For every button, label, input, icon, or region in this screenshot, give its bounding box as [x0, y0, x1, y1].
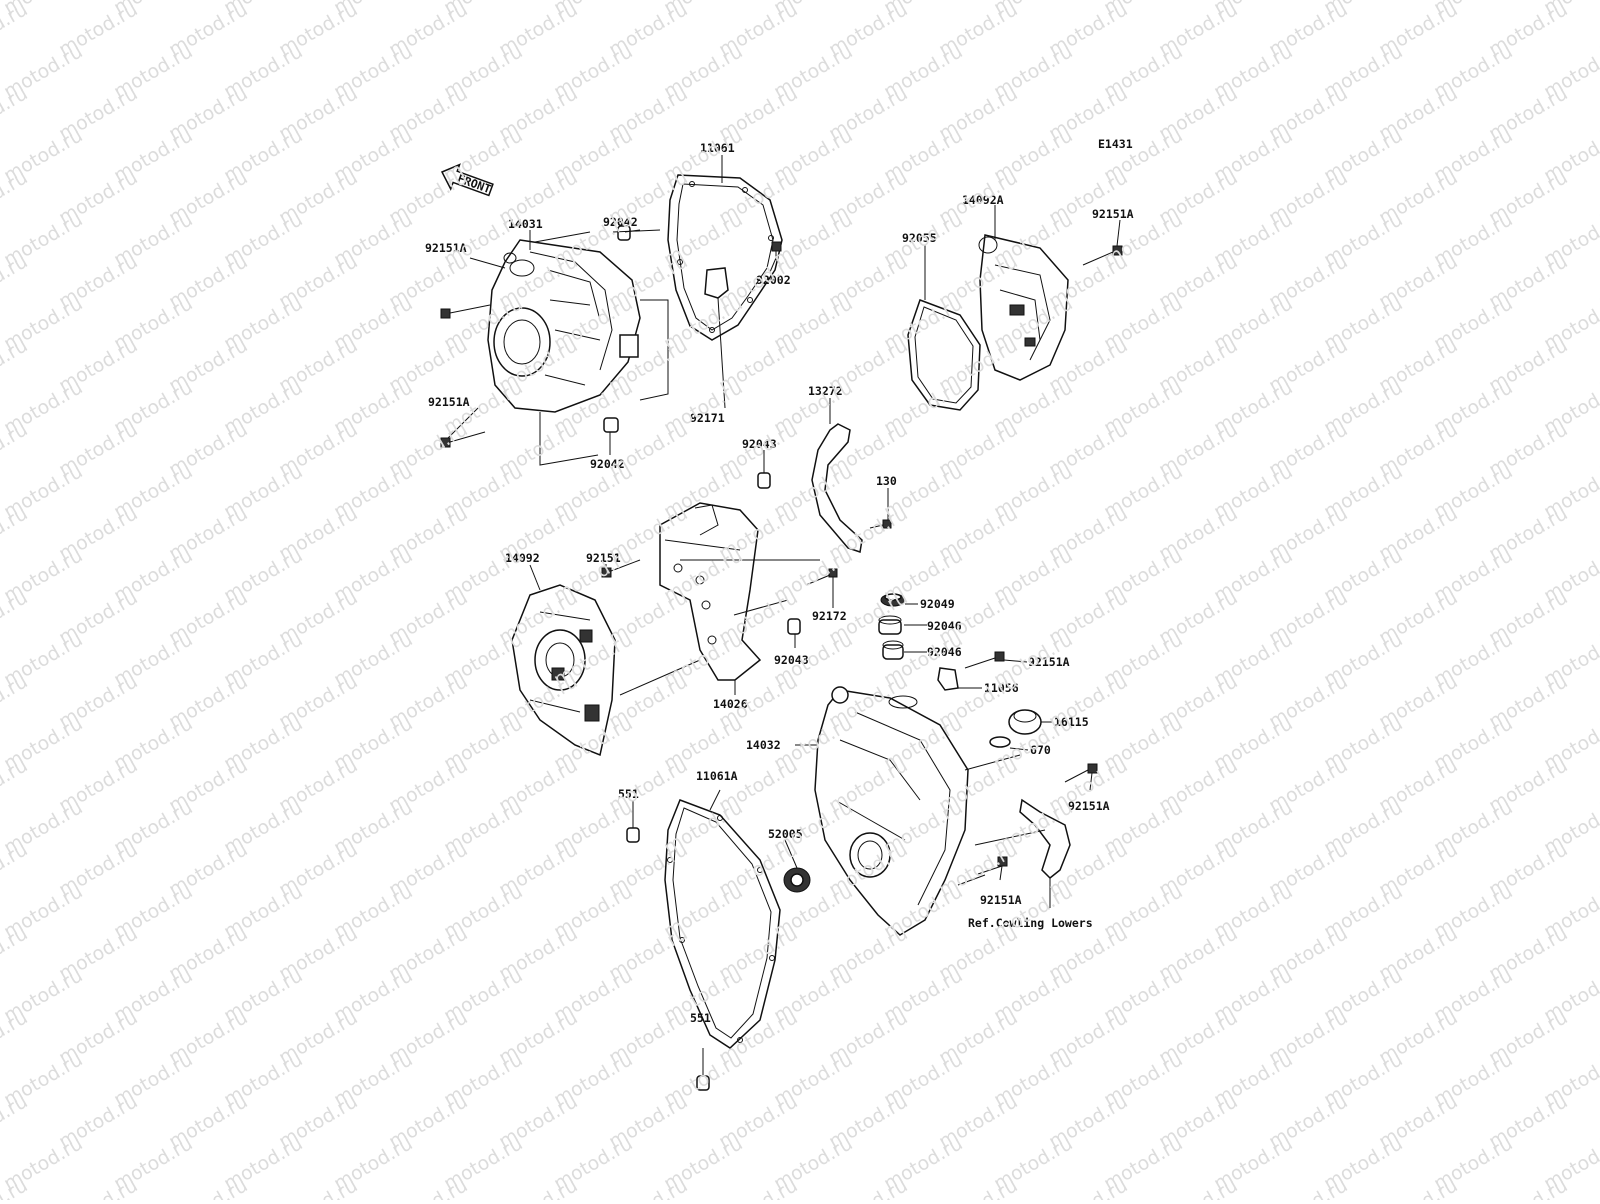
- oil-seal-52005: [783, 867, 811, 893]
- dowel-pin-92042-top: [617, 225, 631, 241]
- label-52005: 52005: [768, 827, 803, 841]
- label-13272: 13272: [808, 384, 843, 398]
- diagram-code: E1431: [1098, 137, 1133, 151]
- label-92042-top: 92042: [603, 215, 638, 229]
- cap-16115: [1008, 709, 1042, 735]
- dowel-pin-551-bottom: [696, 1075, 710, 1091]
- dowel-pin-551-top: [626, 827, 640, 843]
- o-ring-670: [989, 736, 1011, 748]
- label-92151a-4: 92151A: [1028, 655, 1070, 669]
- label-92151a-3: 92151A: [1092, 207, 1134, 221]
- leader-lines: [447, 155, 1121, 1076]
- label-92046-b: 92046: [927, 645, 962, 659]
- label-11056: 11056: [984, 681, 1019, 695]
- label-92151a-6: 92151A: [980, 893, 1022, 907]
- label-11061: 11061: [700, 141, 735, 155]
- label-670: 670: [1030, 743, 1051, 757]
- label-14026: 14026: [713, 697, 748, 711]
- label-551-top: 551: [618, 787, 639, 801]
- generator-cover-14031: [487, 239, 641, 413]
- label-92151: 92151: [586, 551, 621, 565]
- clutch-cover-14092a: [978, 234, 1069, 381]
- screw-130: [869, 519, 892, 529]
- label-92042-bottom: 92042: [590, 457, 625, 471]
- gasket-92055: [907, 299, 981, 411]
- gasket-11061a: [664, 799, 781, 1049]
- bolt-92151a-4: [964, 651, 1005, 669]
- clamp-11056: [937, 667, 959, 691]
- label-92151a-2: 92151A: [428, 395, 470, 409]
- label-130: 130: [876, 474, 897, 488]
- label-14092a: 14092A: [962, 193, 1004, 207]
- label-92002: 92002: [756, 273, 791, 287]
- label-92055: 92055: [902, 231, 937, 245]
- bolt-92151a-6: [977, 856, 1008, 875]
- bolt-92151a-5: [1064, 763, 1098, 783]
- ref-cowling-note: Ref.Cowling Lowers: [968, 916, 1093, 930]
- label-92151a-1: 92151A: [425, 241, 467, 255]
- clutch-cover-14032: [814, 686, 969, 936]
- label-92043-bottom: 92043: [774, 653, 809, 667]
- bolt-92172: [805, 568, 838, 586]
- label-14031: 14031: [508, 217, 543, 231]
- bracket-ref-cowling: [1019, 798, 1071, 880]
- label-92172: 92172: [812, 609, 847, 623]
- label-92046-a: 92046: [927, 619, 962, 633]
- front-arrow-text: FRONT: [456, 171, 493, 196]
- cover-14026: [659, 502, 762, 681]
- front-arrow-icon: FRONT: [440, 163, 494, 197]
- label-11061a: 11061A: [696, 769, 738, 783]
- label-16115: 16115: [1054, 715, 1089, 729]
- label-92043-top: 92043: [742, 437, 777, 451]
- bearing-92046-a: [878, 615, 902, 635]
- dowel-pin-92043-top: [757, 472, 771, 489]
- bearing-92046-b: [882, 640, 904, 660]
- gasket-11061: [667, 174, 783, 341]
- bolt-92151a-3: [1082, 245, 1123, 266]
- label-14032: 14032: [746, 738, 781, 752]
- dowel-pin-92042-bottom: [603, 417, 619, 433]
- bolt-92151a-1: [440, 304, 491, 319]
- label-551-bottom: 551: [690, 1011, 711, 1025]
- plate-13272: [811, 423, 863, 553]
- bolt-92151a-2: [440, 431, 486, 448]
- cover-14092: [511, 584, 616, 757]
- label-92049: 92049: [920, 597, 955, 611]
- dowel-pin-92043-bottom: [787, 618, 801, 635]
- label-92171: 92171: [690, 411, 725, 425]
- label-92151a-5: 92151A: [1068, 799, 1110, 813]
- part-labels: E1431 11061 14031 92042 92151A 92002 921…: [425, 137, 1134, 1025]
- oil-seal-92049: [880, 593, 906, 607]
- clamp-92171: [704, 267, 729, 299]
- label-14092: 14092: [505, 551, 540, 565]
